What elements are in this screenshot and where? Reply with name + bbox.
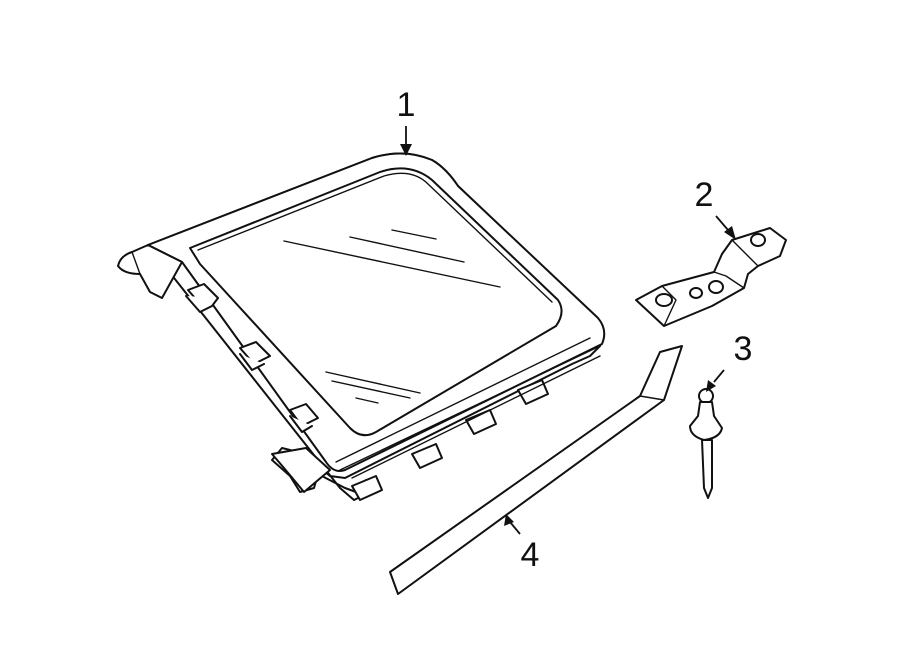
- callout-4-label: 4: [521, 536, 540, 574]
- part-4-moulding-strip: [389, 345, 683, 595]
- bracket-hole-3: [708, 280, 724, 294]
- part-2-bracket: [635, 227, 787, 327]
- callout-4-arrow-icon: [504, 514, 514, 526]
- callout-3-arrow-icon: [706, 380, 716, 392]
- callout-1-arrow-icon: [400, 144, 412, 156]
- callout-2: 2: [695, 176, 736, 240]
- callout-2-label: 2: [695, 176, 714, 214]
- callout-3-label: 3: [734, 330, 753, 368]
- bracket-hole-4: [750, 233, 766, 247]
- bracket-hole-2: [689, 287, 703, 299]
- part-3-retainer-pin: [689, 388, 723, 499]
- callout-2-arrow-icon: [724, 226, 736, 240]
- callout-1: 1: [397, 86, 416, 156]
- callout-1-label: 1: [397, 86, 416, 124]
- callout-3: 3: [706, 330, 752, 392]
- part-1-window-glass-assembly: [117, 152, 606, 501]
- bracket-hole-1: [655, 293, 673, 307]
- callout-4: 4: [504, 514, 539, 574]
